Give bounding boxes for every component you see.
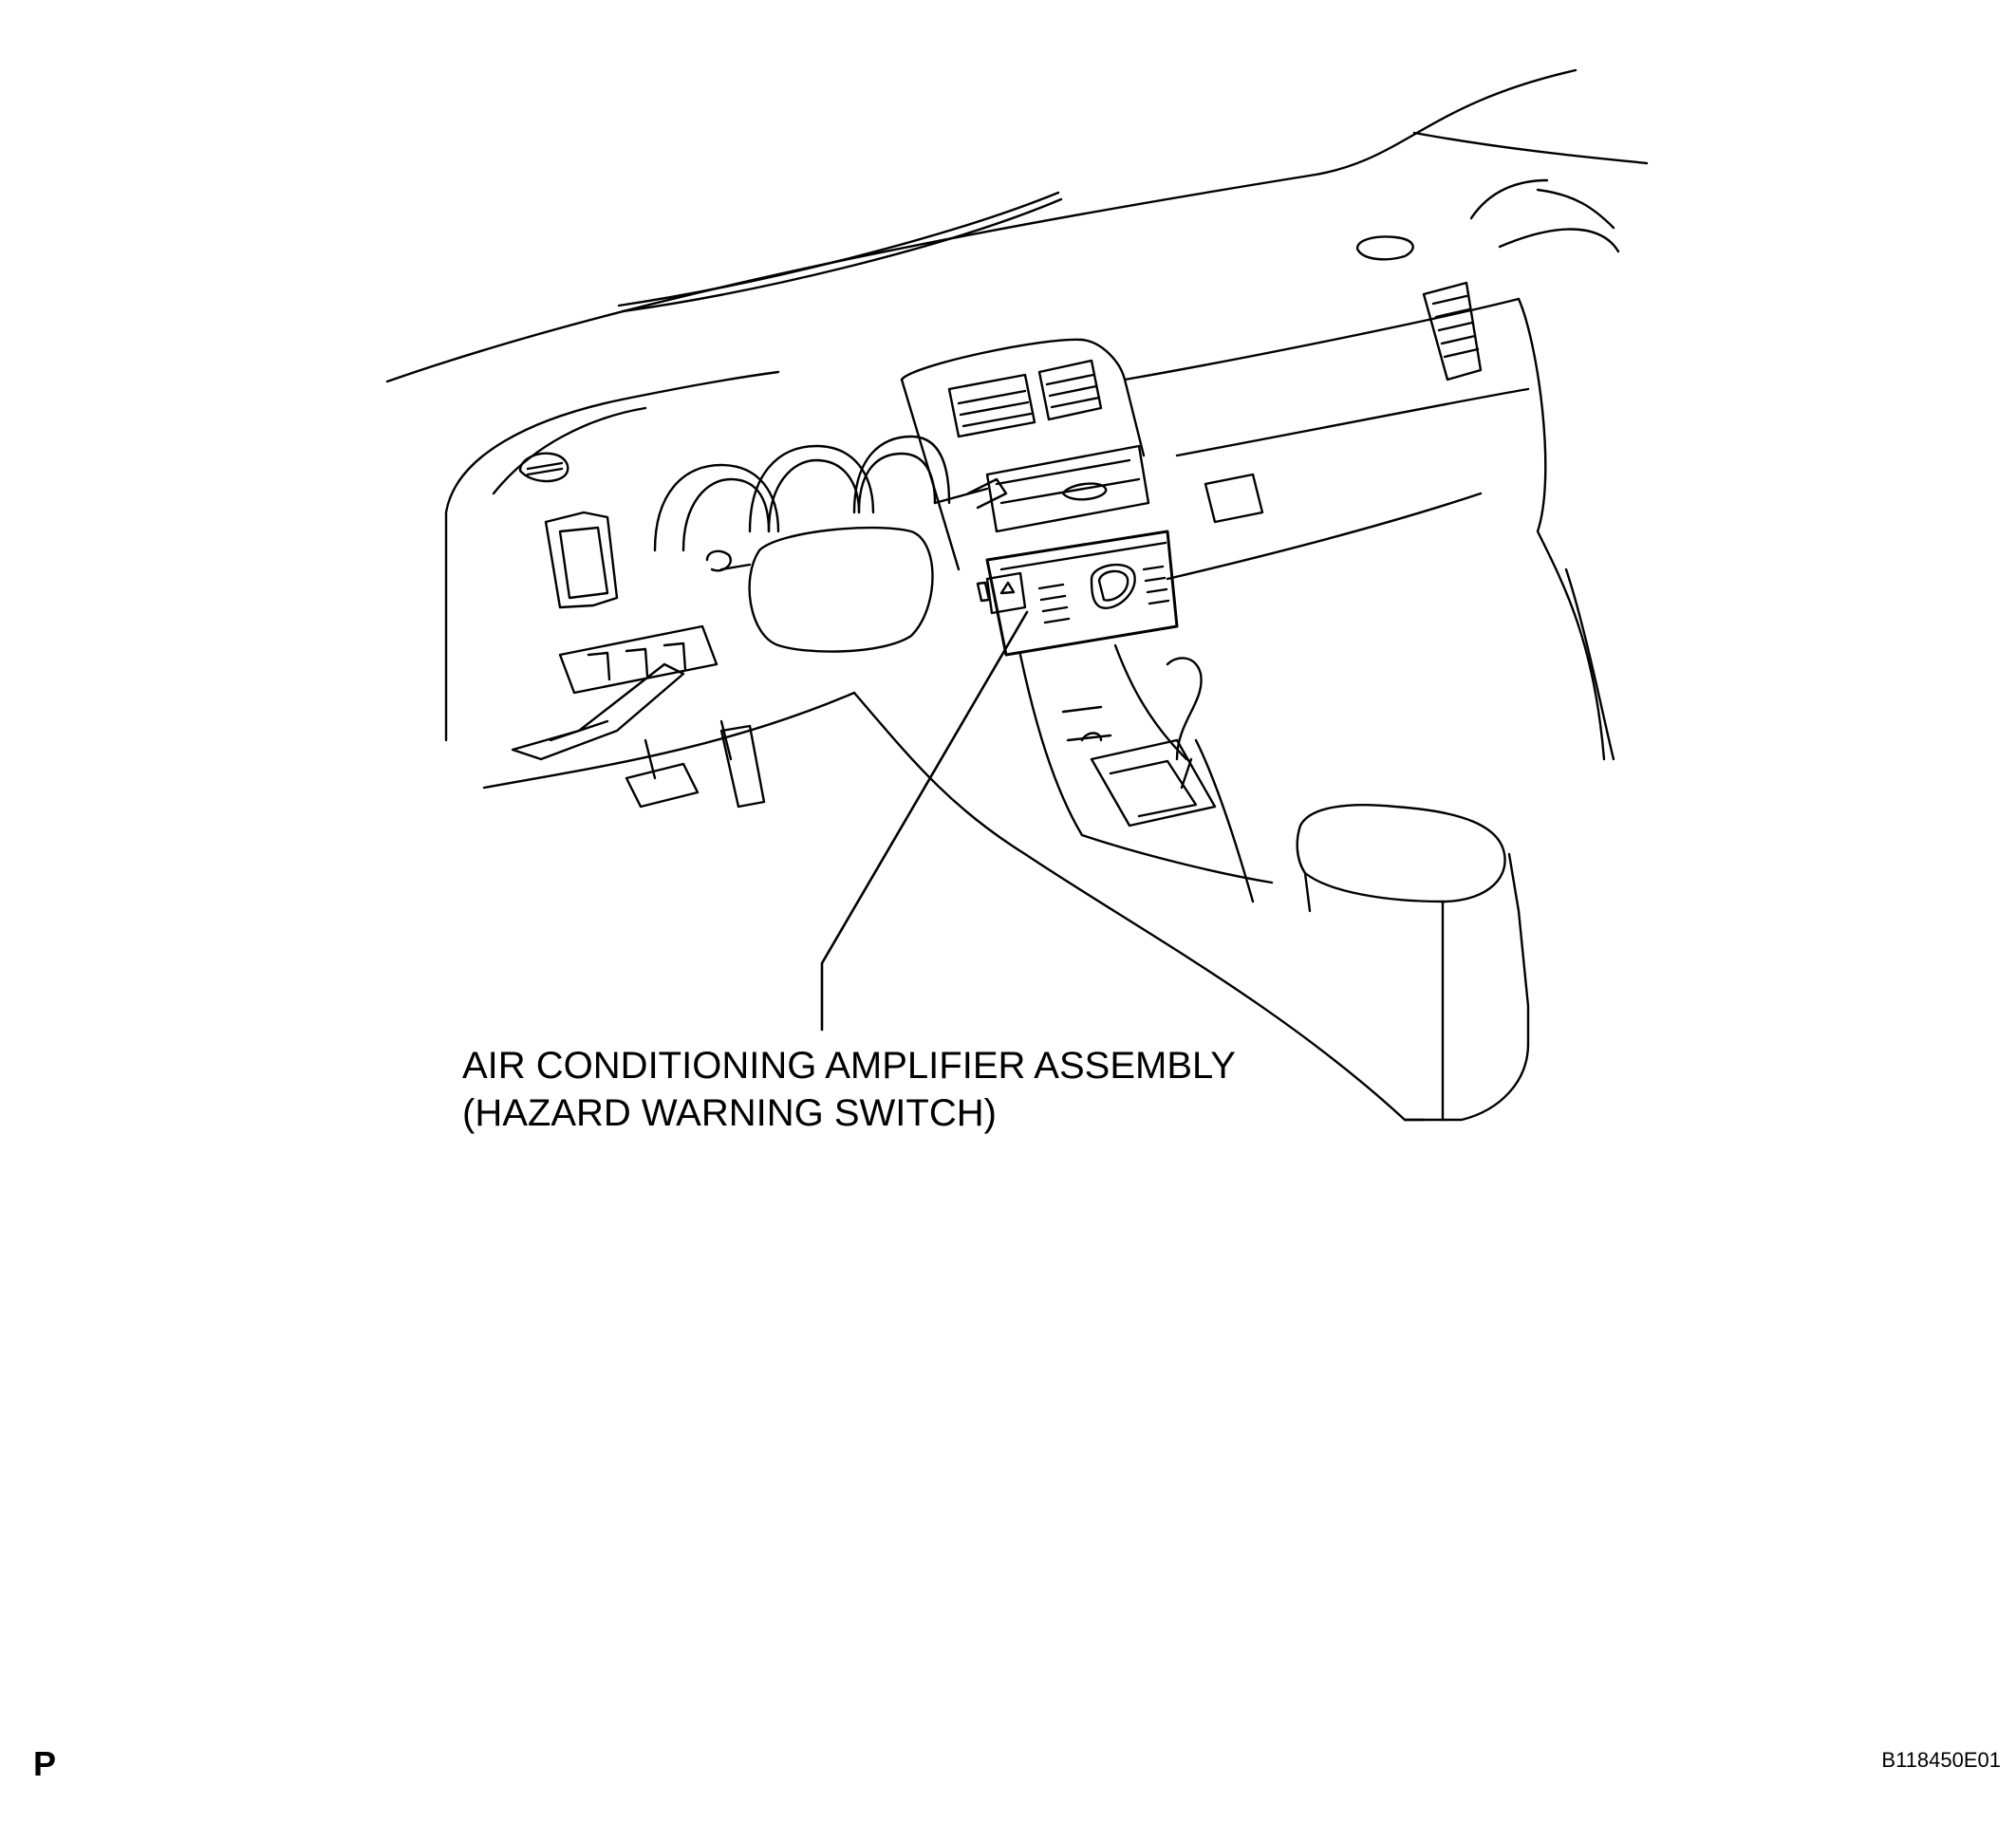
- callout-leader-line: [820, 610, 1029, 1032]
- callout-line-2: (HAZARD WARNING SWITCH): [462, 1092, 997, 1134]
- callout-line-1: AIR CONDITIONING AMPLIFIER ASSEMBLY: [462, 1045, 1236, 1087]
- center-armrest: [1296, 804, 1530, 1122]
- callout-label: AIR CONDITIONING AMPLIFIER ASSEMBLY (HAZ…: [462, 1042, 1236, 1137]
- dashboard-top-edge: [385, 68, 1649, 383]
- corner-letter: P: [33, 1744, 57, 1783]
- right-dash: [1123, 235, 1615, 761]
- instrument-cluster: [444, 370, 1008, 761]
- center-stack: [900, 338, 1274, 903]
- pedals: [625, 719, 766, 809]
- figure-id: B118450E01: [1881, 1748, 2001, 1772]
